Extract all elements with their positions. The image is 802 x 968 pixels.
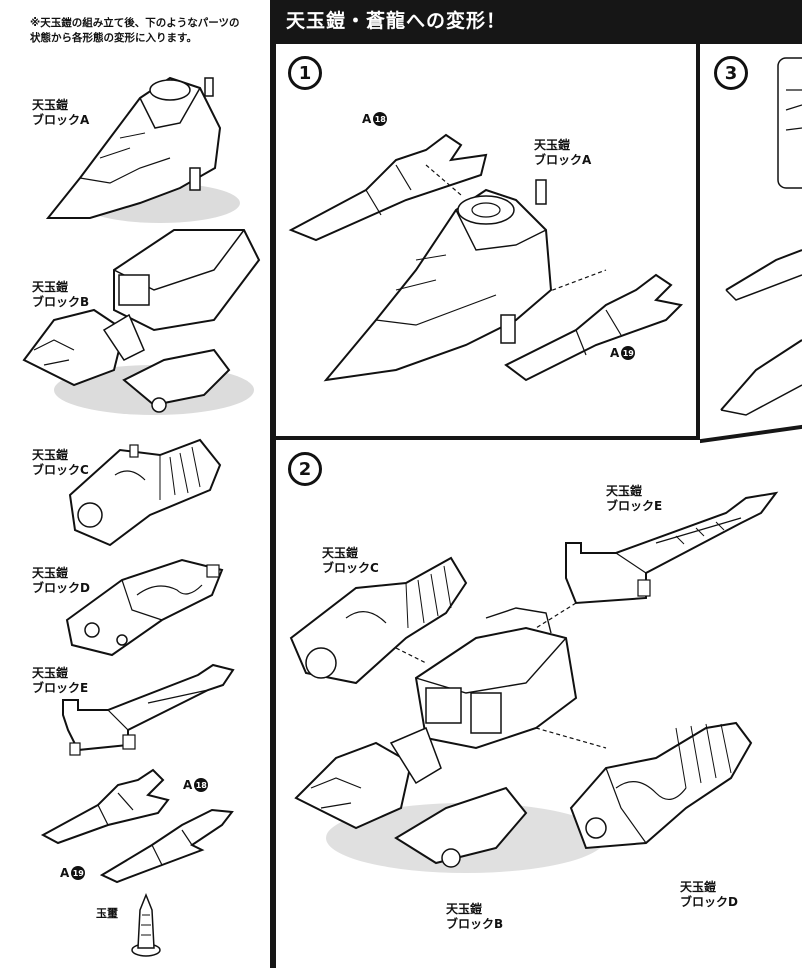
step3-illustration-partial [720,57,802,416]
label-name: 天玉鎧 [606,484,643,498]
label-block: ブロックA [534,153,592,167]
part-block: ブロックB [32,295,90,309]
marker-a18: A 18 [183,778,209,792]
block-e-illustration [62,663,235,756]
part-block: ブロックD [32,581,90,595]
marker-number: 19 [621,346,636,360]
step1-marker-a18: A 18 [362,112,388,126]
part-label-block-c: 天玉鎧 ブロックC [32,448,89,478]
marker-letter: A [362,112,372,126]
step-2-badge: 2 [288,452,322,486]
label-block: ブロックB [446,917,504,931]
step2-label-block-c: 天玉鎧 ブロックC [322,546,379,576]
label-name: 天玉鎧 [680,880,717,894]
marker-number: 19 [71,866,86,880]
block-a-illustration [45,76,240,223]
part-label-block-e: 天玉鎧 ブロックE [32,666,88,696]
arm-a19-illustration [99,808,234,884]
part-label-block-b: 天玉鎧 ブロックB [32,280,89,310]
label-name: 天玉鎧 [446,902,483,916]
panel-divider-horizontal [276,436,696,440]
part-name: 天玉鎧 [32,566,69,580]
part-name: 天玉鎧 [32,280,69,294]
block-c-illustration [68,438,222,547]
step2-illustration [289,491,779,873]
section-header-bar: 天玉鎧・蒼龍への変形！ [276,0,802,44]
marker-number: 18 [194,778,209,792]
part-block: ブロックA [32,113,90,127]
part-name: 天玉鎧 [32,666,69,680]
part-label-block-d: 天玉鎧 ブロックD [32,566,90,596]
label-name: 天玉鎧 [322,546,359,560]
step1-label-block-a: 天玉鎧 ブロックA [534,138,591,168]
label-name: 天玉鎧 [534,138,571,152]
marker-number: 18 [373,112,388,126]
note-line-2: 状態から各形態の変形に入ります。 [30,32,197,44]
step2-label-block-b: 天玉鎧 ブロックB [446,902,503,932]
gyokuji-figure-illustration [131,892,161,957]
label-block: ブロックE [606,499,663,513]
block-b-illustration [22,229,261,415]
parts-list-column: ※天玉鎧の組み立て後、下のようなパーツの 状態から各形態の変形に入ります。 天玉… [0,0,272,968]
part-name: 天玉鎧 [32,448,69,462]
label-block: ブロックD [680,895,738,909]
marker-letter: A [60,866,70,880]
gyokuji-label: 玉璽 [96,907,118,920]
part-block: ブロックE [32,681,89,695]
step2-label-block-d: 天玉鎧 ブロックD [680,880,738,910]
section-title: 天玉鎧・蒼龍への変形！ [286,10,507,32]
arm-a18-illustration [40,768,170,845]
label-block: ブロックC [322,561,379,575]
step-1-badge: 1 [288,56,322,90]
transformation-steps-area: 天玉鎧・蒼龍への変形！ 1 2 3 A 18 天玉鎧 ブロックA A 19 [276,0,802,968]
assembly-note: ※天玉鎧の組み立て後、下のようなパーツの 状態から各形態の変形に入ります。 [30,16,266,46]
block-d-illustration [65,558,224,657]
part-name: 天玉鎧 [32,98,69,112]
panel-divider-vertical [696,44,700,440]
marker-letter: A [183,778,193,792]
column-divider [270,0,276,968]
marker-a19: A 19 [60,866,86,880]
part-label-block-a: 天玉鎧 ブロックA [32,98,89,128]
step1-marker-a19: A 19 [610,346,636,360]
marker-letter: A [610,346,620,360]
step1-illustration [288,133,684,382]
part-block: ブロックC [32,463,89,477]
step-3-badge: 3 [714,56,748,90]
step2-label-block-e: 天玉鎧 ブロックE [606,484,662,514]
note-line-1: ※天玉鎧の組み立て後、下のようなパーツの [30,17,240,29]
